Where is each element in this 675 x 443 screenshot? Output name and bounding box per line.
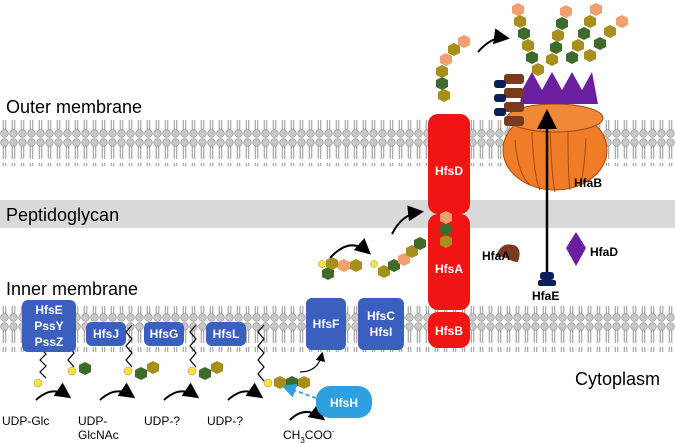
pssy-label: PssY: [34, 319, 63, 333]
hfae-complex-top: [494, 80, 506, 116]
sugar-green-2: [79, 362, 91, 375]
outer-membrane-label: Outer membrane: [6, 97, 142, 117]
hfsd-box: [428, 114, 470, 214]
hfad-complex-top: [520, 72, 598, 104]
hfaa-complex-top: [504, 74, 524, 126]
hfsf-protein: HfsF: [306, 298, 346, 350]
udp-glc-label: UDP-Glc: [2, 414, 49, 428]
hfse-label: HfsE: [35, 303, 62, 317]
udp-unknown-label-2: UDP-?: [207, 414, 243, 428]
hfsd-label: HfsD: [435, 164, 463, 178]
hfsh-label: HfsH: [330, 396, 358, 410]
udp-unknown-label-1: UDP-?: [144, 414, 180, 428]
peptidoglycan-label: Peptidoglycan: [6, 205, 119, 225]
hfae-label: HfaE: [532, 289, 559, 303]
hfad-label: HfaD: [590, 245, 618, 259]
substrate-arrows: [35, 382, 326, 421]
arrow-udp-glcnac: [99, 382, 136, 401]
hfad-free: [566, 232, 586, 266]
export-arrow: [391, 205, 424, 235]
holdfast-strands: [512, 3, 628, 76]
acetate-label: CH3COO-: [283, 427, 335, 443]
polymerization-arrow: [329, 238, 371, 259]
hfsh-protein: HfsH: [316, 386, 372, 418]
sugar-yellow-5: [263, 378, 273, 388]
secretion-arrow: [477, 28, 510, 53]
hfsf-flip-arrow: [299, 351, 326, 373]
inner-sugars: [33, 361, 310, 389]
hfse-box: [22, 300, 76, 352]
sugar-green-4: [199, 367, 211, 380]
lipid-carrier-5: [257, 324, 265, 382]
hfsc-label: HfsC: [367, 309, 395, 323]
hfsi-label: HfsI: [370, 325, 393, 339]
sugar-yellow-4: [187, 366, 197, 376]
cytoplasm-label: Cytoplasm: [575, 369, 660, 389]
sugar-olive-4: [211, 361, 223, 374]
udp-glcnac-label-1: UDP-: [78, 414, 107, 428]
hfaa-label: HfaA: [482, 249, 510, 263]
hfab-barrel: [502, 103, 608, 193]
udp-glcnac-label-2: GlcNAc: [78, 428, 119, 442]
periplasmic-sugars: [318, 237, 426, 280]
sugar-green-3: [135, 367, 147, 380]
hfsb-box: [428, 312, 470, 348]
hfsg-protein: HfsG: [144, 322, 184, 346]
hfse-pssy-pssz-complex: HfsE PssY PssZ: [22, 300, 76, 352]
hfsj-label: HfsJ: [93, 327, 119, 341]
sugar-olive-3: [147, 361, 159, 374]
exported-chain: [436, 35, 470, 102]
hfsf-label: HfsF: [313, 317, 340, 331]
hfab-label: HfaB: [574, 176, 602, 190]
hfsl-protein: HfsL: [206, 322, 246, 346]
hfsa-label: HfsA: [435, 262, 463, 276]
hfsl-label: HfsL: [213, 327, 240, 341]
hfsj-protein: HfsJ: [86, 322, 126, 346]
hfae-free: [538, 272, 556, 286]
inner-membrane-label: Inner membrane: [6, 279, 138, 299]
arrow-udp-glc: [35, 382, 72, 401]
hfsg-label: HfsG: [150, 327, 179, 341]
hfsh-acetylation-arrow: [281, 383, 317, 399]
peptidoglycan-layer: [0, 200, 675, 228]
hfsc-hfsi-complex: HfsC HfsI: [358, 298, 404, 350]
lipid-carrier-4: [189, 324, 197, 368]
arrow-udp-q2: [227, 382, 264, 401]
pssz-label: PssZ: [35, 335, 64, 349]
sugar-yellow-3: [123, 366, 133, 376]
sugar-yellow-1: [33, 378, 43, 388]
sugar-olive-5: [274, 376, 286, 389]
hfsdab-channel: HfsD HfsA HfsB: [428, 114, 470, 348]
sugar-olive-5b: [298, 376, 310, 389]
arrow-acetate: [289, 404, 326, 421]
sugar-yellow-2: [67, 366, 77, 376]
hfsa-box: [428, 214, 470, 310]
arrow-udp-q1: [163, 382, 200, 401]
hfsb-label: HfsB: [435, 324, 463, 338]
hfaa-free: [496, 244, 520, 262]
periplasm-arrows: [329, 205, 424, 259]
channel-sugars: [440, 211, 452, 248]
